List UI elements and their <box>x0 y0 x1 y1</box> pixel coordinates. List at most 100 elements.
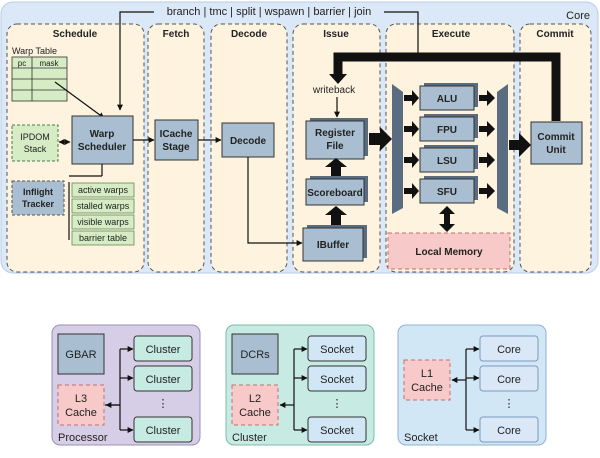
warp-list-visible <box>71 214 135 230</box>
collect-bar <box>497 84 508 214</box>
socket-core-2-label: Core <box>497 374 521 386</box>
cluster-socket-2-label: Socket <box>320 374 354 386</box>
dcrs-block <box>231 333 279 375</box>
stage-issue-label: Issue <box>323 29 349 40</box>
l1-line2: Cache <box>411 382 443 394</box>
socket-ellipsis: ⋮ <box>504 398 515 410</box>
warp-table <box>11 56 68 102</box>
execute-to-commit-arrow <box>509 133 531 157</box>
socket-core-4 <box>479 416 539 443</box>
ipdom-line2: Stack <box>24 144 47 154</box>
l2-cache <box>231 384 279 426</box>
processor-cluster-2 <box>133 365 193 392</box>
socket-core-4-label: Core <box>497 425 521 437</box>
lsu-unit <box>419 145 478 173</box>
stage-execute-label: Execute <box>432 29 471 40</box>
cluster-socket-2 <box>307 365 367 392</box>
l2-line1: L2 <box>249 393 261 405</box>
warp-table-col-pc: pc <box>18 59 26 68</box>
writeback-loop <box>333 52 561 121</box>
warp-list-barrier <box>71 230 135 246</box>
processor-cluster-4 <box>133 416 193 443</box>
warp-list-stalled-label: stalled warps <box>77 201 130 211</box>
processor-cluster-4-label: Cluster <box>146 425 181 437</box>
processor-label: Processor <box>58 432 108 444</box>
regfile-to-execute-arrow <box>369 127 392 151</box>
stage-commit-label: Commit <box>536 29 574 40</box>
processor-cluster-1-label: Cluster <box>146 344 181 356</box>
scoreboard-to-regfile-arrow <box>325 158 347 177</box>
cluster-socket-4 <box>307 416 367 443</box>
gbar-label: GBAR <box>65 349 96 361</box>
decode-block-label: Decode <box>230 136 267 147</box>
local-memory <box>387 232 511 270</box>
lsu-localmem-arrow <box>439 206 455 232</box>
dispatch-bar <box>392 84 403 214</box>
warp-list-active <box>71 182 135 198</box>
commit-unit-line2: Unit <box>546 145 566 156</box>
l1-line1: L1 <box>421 368 433 380</box>
sfu-label: SFU <box>437 187 457 198</box>
register-file <box>305 118 368 160</box>
top-signals-label: branch | tmc | split | wspawn | barrier … <box>167 6 371 18</box>
inflight-tracker <box>11 180 65 216</box>
dcrs-label: DCRs <box>240 349 270 361</box>
warp-list-barrier-label: barrier table <box>79 233 127 243</box>
l3-line2: Cache <box>65 407 97 419</box>
alu-label: ALU <box>437 94 458 105</box>
cluster-socket-1-label: Socket <box>320 344 354 356</box>
cluster-label: Cluster <box>232 432 267 444</box>
icache-line2: Stage <box>162 142 190 153</box>
inflight-line1: Inflight <box>23 187 53 197</box>
sfu-unit <box>419 176 478 204</box>
warp-scheduler <box>71 115 134 165</box>
commit-unit-line1: Commit <box>537 132 575 143</box>
stage-fetch-label: Fetch <box>163 29 190 40</box>
warp-table-arrow <box>54 81 105 119</box>
l1-cache <box>403 359 451 401</box>
warp-list-visible-label: visible warps <box>77 217 129 227</box>
warp-list-active-label: active warps <box>78 185 129 195</box>
icache-line1: ICache <box>160 129 193 140</box>
l2-line2: Cache <box>239 407 271 419</box>
socket-label: Socket <box>404 432 438 444</box>
warp-scheduler-line1: Warp <box>90 129 115 140</box>
cluster-socket-4-label: Socket <box>320 425 354 437</box>
l3-line1: L3 <box>75 393 87 405</box>
warp-list-stalled <box>71 198 135 214</box>
processor-ellipsis: ⋮ <box>158 398 169 410</box>
ibuffer-to-scoreboard-arrow <box>325 206 347 225</box>
fpu-label: FPU <box>437 125 457 136</box>
socket-core-1-label: Core <box>497 344 521 356</box>
processor-cluster-2-label: Cluster <box>146 374 181 386</box>
local-memory-label: Local Memory <box>415 247 483 258</box>
cluster-ellipsis: ⋮ <box>332 398 343 410</box>
inflight-line2: Tracker <box>22 199 55 209</box>
icache-stage <box>154 119 199 161</box>
register-file-line1: Register <box>315 128 355 139</box>
fpu-unit <box>419 114 478 142</box>
stage-schedule-label: Schedule <box>53 29 98 40</box>
warp-scheduler-line2: Scheduler <box>78 142 126 153</box>
lsu-label: LSU <box>437 156 457 167</box>
decode-to-ibuffer-arrow <box>247 157 303 246</box>
alu-unit <box>419 83 478 111</box>
processor-cluster-1 <box>133 335 193 362</box>
register-file-line2: File <box>326 141 344 152</box>
ibuffer <box>302 225 367 262</box>
writeback-label: writeback <box>312 85 356 96</box>
gbar-block <box>57 333 105 375</box>
scoreboard <box>305 176 368 206</box>
decode-block <box>221 122 275 158</box>
ipdom-stack <box>11 124 59 162</box>
socket-core-1 <box>479 335 539 362</box>
ibuffer-label: IBuffer <box>317 240 349 251</box>
core-label: Core <box>566 10 590 22</box>
cluster-socket-1 <box>307 335 367 362</box>
stage-decode-label: Decode <box>231 29 268 40</box>
scoreboard-label: Scoreboard <box>307 188 363 199</box>
ipdom-line1: IPDOM <box>20 132 50 142</box>
socket-core-2 <box>479 365 539 392</box>
dispatch-arrows <box>404 90 419 199</box>
